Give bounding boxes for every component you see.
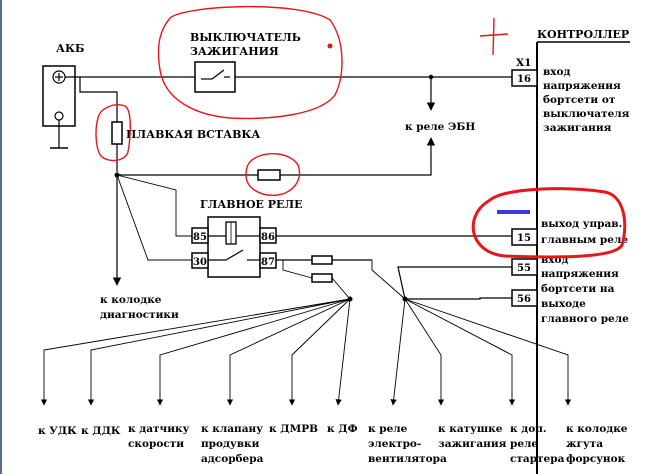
- svg-text:бортсети на: бортсети на: [541, 283, 615, 295]
- svg-text:выход управ.: выход управ.: [541, 218, 622, 230]
- label-coils-1: к катушке: [438, 423, 503, 435]
- switch-label-2: ЗАЖИГАНИЯ: [190, 45, 279, 58]
- to-ebn-label: к реле ЭБН: [405, 121, 475, 133]
- main-relay: [191, 216, 277, 278]
- svg-text:бортсети от: бортсети от: [543, 94, 616, 106]
- pin-87: 87: [261, 257, 275, 268]
- pin-56: 56: [517, 294, 531, 305]
- pin-30: 30: [193, 257, 207, 268]
- label-fan-1: к реле: [368, 423, 408, 435]
- svg-text:выходе: выходе: [541, 298, 586, 310]
- label-ddk: к ДДК: [81, 425, 121, 437]
- red-annotations: [95, 5, 627, 259]
- svg-text:вход: вход: [543, 66, 571, 78]
- label-valve-2: продувки: [201, 438, 260, 450]
- label-speed-1: к датчику: [128, 423, 190, 435]
- circle-fuse-2: [245, 153, 301, 196]
- ebn-arrow-2: [280, 137, 436, 176]
- svg-text:зажигания: зажигания: [543, 122, 612, 134]
- label-inj-1: к колодке: [566, 423, 628, 435]
- pin-box-15: [511, 228, 538, 246]
- diag-label-2: диагностики: [100, 309, 179, 321]
- label-speed-2: скорости: [128, 438, 184, 450]
- controller-label: КОНТРОЛЛЕР: [537, 28, 629, 41]
- label-valve-3: адсорбера: [201, 453, 264, 465]
- circle-fuse: [95, 104, 131, 162]
- switch-label-1: ВЫКЛЮЧАТЕЛЬ: [190, 31, 301, 44]
- pin-box-16: [511, 69, 538, 87]
- pin-86: 86: [261, 232, 275, 243]
- pin-16: 16: [517, 74, 531, 85]
- pin-box-55: [511, 258, 538, 276]
- main-relay-label: ГЛАВНОЕ РЕЛЕ: [200, 198, 303, 211]
- label-inj-2: жгута: [566, 438, 603, 450]
- label-dmrv: к ДМРВ: [269, 423, 318, 435]
- bottom-labels: к УДК к ДДК к датчику скорости к клапану…: [38, 423, 628, 465]
- ignition-switch: [194, 61, 236, 93]
- label-coils-2: зажигания: [438, 438, 507, 450]
- label-fan-2: электро-: [368, 438, 421, 450]
- fuse-2: [257, 169, 281, 181]
- label-df: к ДФ: [327, 423, 358, 435]
- note-pin16: вход напряжения бортсети от выключателя …: [543, 66, 630, 134]
- diag-label-1: к колодке: [100, 294, 162, 306]
- label-inj-3: форсунок: [566, 453, 626, 465]
- label-starter-1: к доп.: [510, 423, 547, 435]
- svg-text:выключателя: выключателя: [543, 108, 630, 120]
- fuse-label: ПЛАВКАЯ ВСТАВКА: [126, 128, 260, 141]
- pin-55: 55: [517, 263, 531, 274]
- battery: [42, 65, 76, 149]
- circle-ignition: [157, 5, 343, 120]
- akb-label: АКБ: [56, 42, 84, 55]
- label-udk: к УДК: [38, 425, 77, 437]
- fan-left: [40, 298, 351, 406]
- svg-text:напряжения: напряжения: [541, 268, 619, 280]
- pin-85: 85: [193, 232, 207, 243]
- svg-text:напряжения: напряжения: [543, 80, 621, 92]
- x1-label: X1: [516, 57, 531, 69]
- label-starter-3: стартера: [510, 453, 565, 465]
- circle-pin15: [471, 187, 627, 259]
- fan-right: [390, 298, 572, 406]
- label-valve-1: к клапану: [201, 423, 263, 435]
- wire-to-fuse: [79, 77, 118, 122]
- pin-15: 15: [517, 233, 531, 244]
- pin-box-56: [511, 289, 538, 307]
- svg-text:главного реле: главного реле: [541, 313, 629, 325]
- fuse: [111, 121, 123, 145]
- label-starter-2: реле: [510, 438, 538, 450]
- note-pin55-56: вход напряжения бортсети на выходе главн…: [541, 254, 629, 325]
- label-fan-3: вентилятора: [368, 453, 447, 465]
- note-pin15: выход управ. главным реле: [541, 218, 628, 246]
- svg-text:главным реле: главным реле: [541, 234, 628, 246]
